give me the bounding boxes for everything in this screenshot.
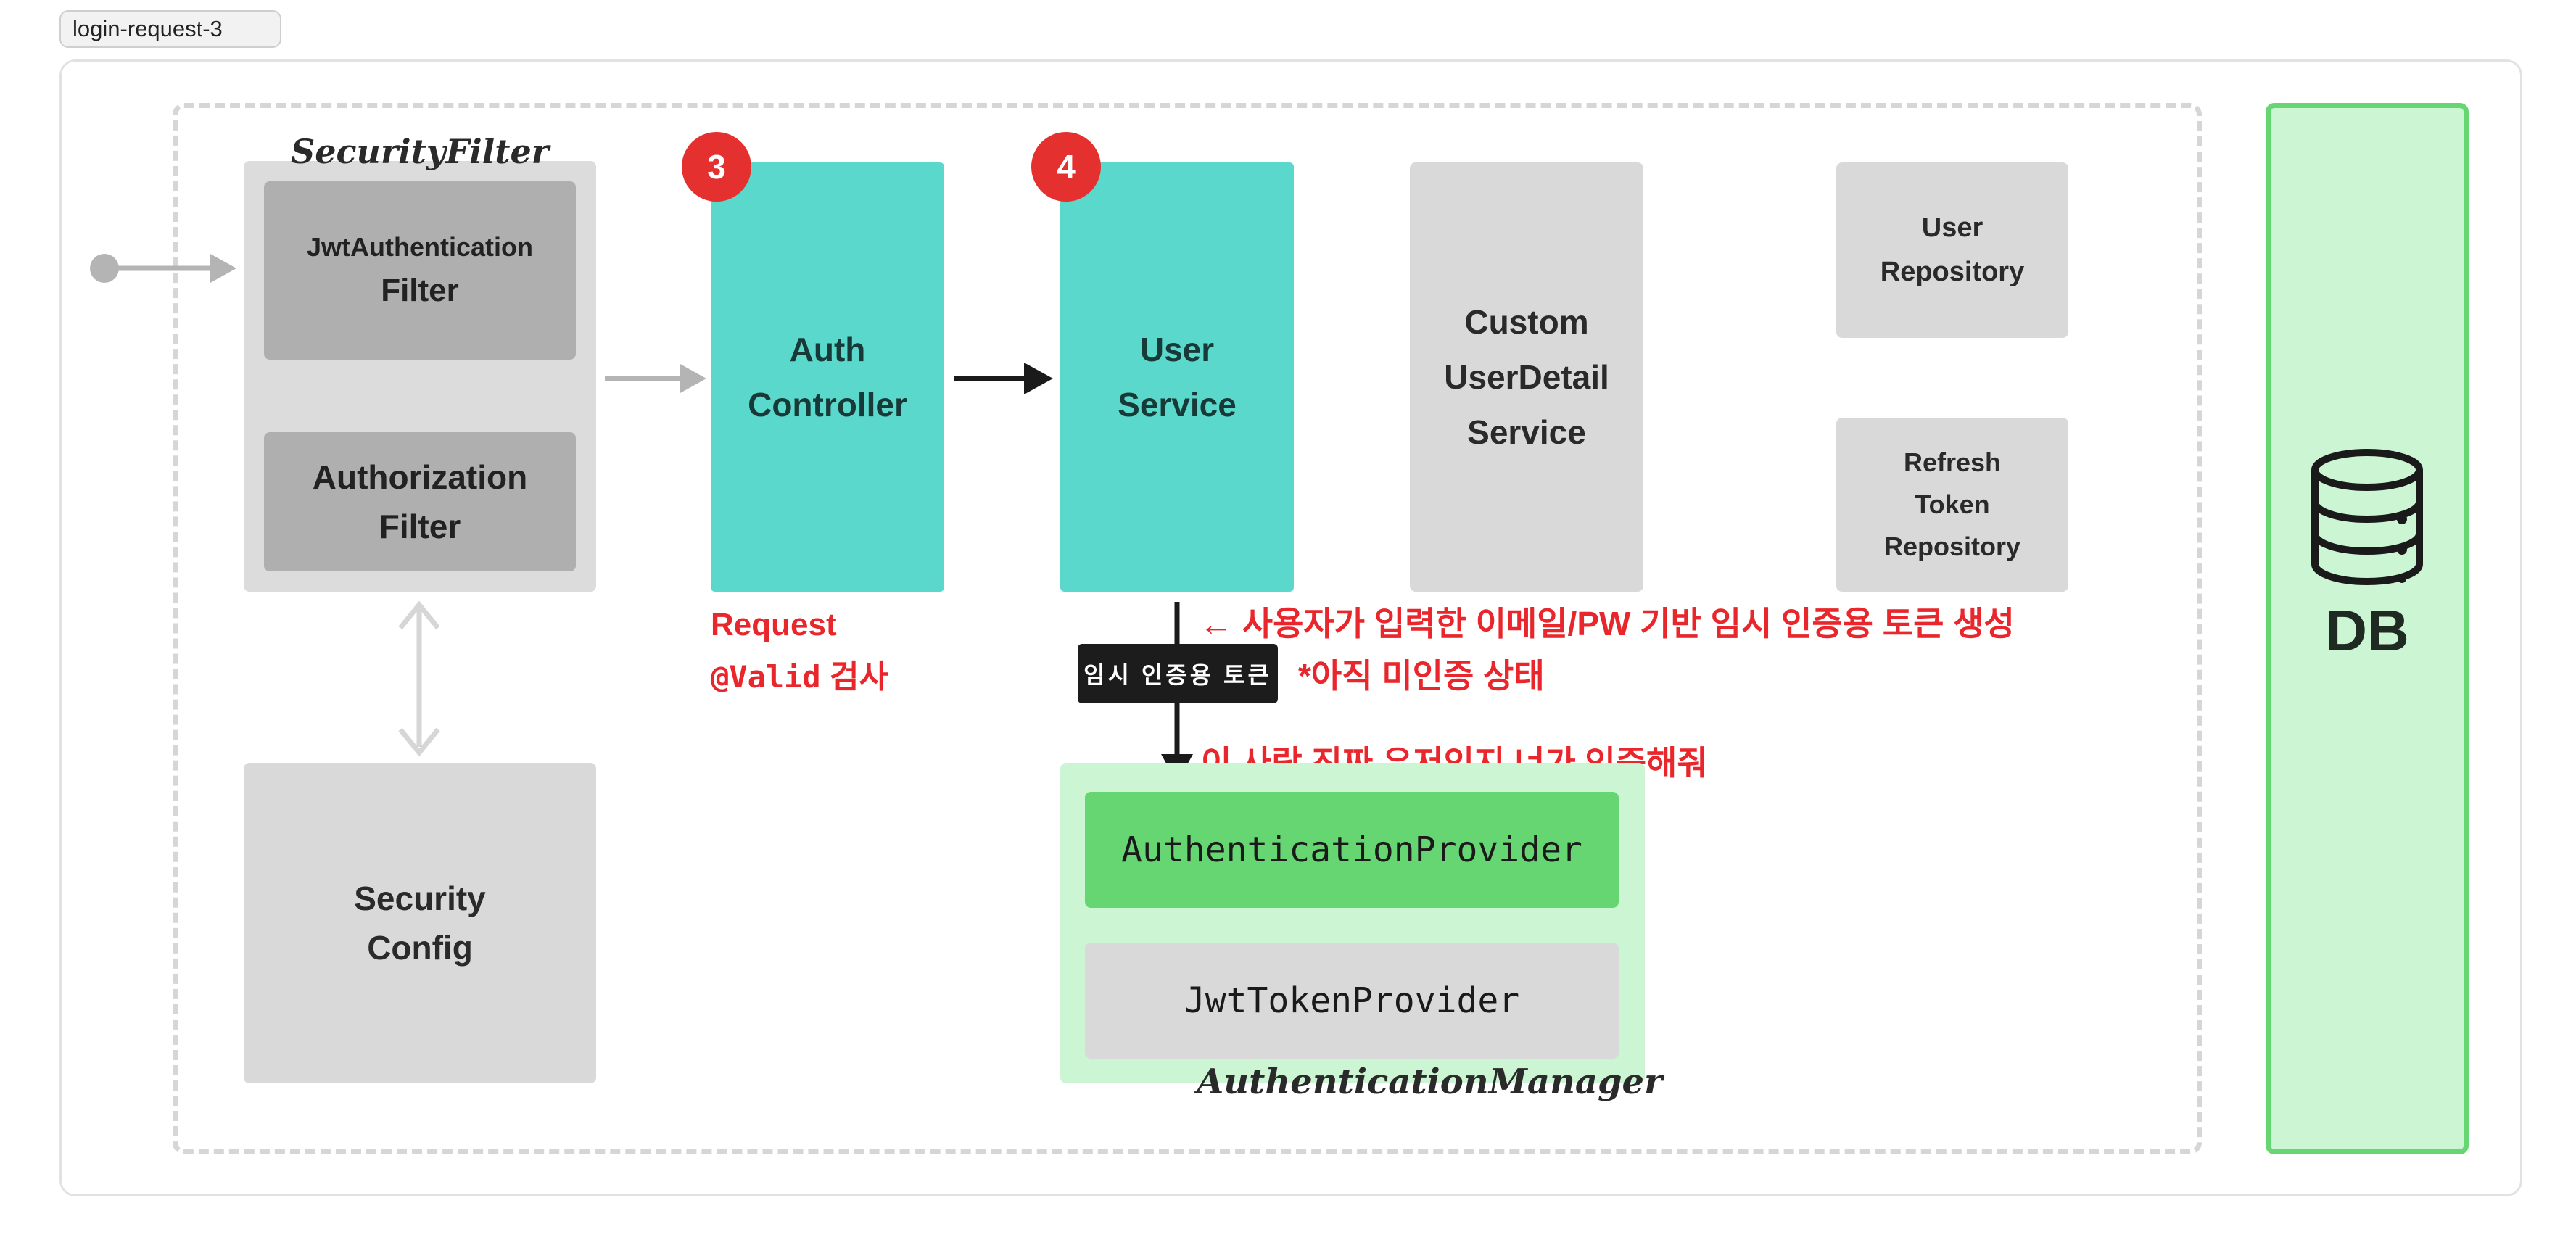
refresh-token-repo-line1: Refresh: [1903, 447, 2002, 477]
database-label: DB: [2325, 598, 2409, 663]
database[interactable]: [2266, 103, 2469, 1154]
request-note-line2: @Valid 검사: [711, 651, 888, 703]
authorization-filter-line2: Filter: [379, 508, 461, 545]
filter-config-double-arrow: [398, 600, 440, 757]
security-config-line2: Config: [367, 929, 473, 967]
step-badge-3: 3: [682, 132, 751, 202]
step-badge-4: 4: [1031, 132, 1101, 202]
user-repository[interactable]: User Repository: [1836, 162, 2068, 338]
entry-point: [90, 254, 119, 283]
authorization-filter[interactable]: Authorization Filter: [264, 432, 576, 571]
jwt-filter-line1: JwtAuthentication: [307, 232, 533, 262]
auth-controller[interactable]: Auth Controller: [711, 162, 944, 592]
jwt-filter-line2: Filter: [381, 273, 459, 308]
auth-controller-line2: Controller: [748, 386, 907, 423]
user-service-line1: User: [1139, 331, 1215, 368]
request-validation-note: Request @Valid 검사: [711, 599, 888, 703]
entry-arrow: [116, 254, 236, 283]
user-service-line2: Service: [1118, 386, 1237, 423]
database-icon: [2311, 449, 2423, 585]
auth-controller-line1: Auth: [789, 331, 866, 368]
frame-tag[interactable]: login-request-3: [59, 10, 281, 48]
authentication-manager-title: AuthenticationManager: [1197, 1062, 1663, 1102]
custom-uds-line2: UserDetail: [1444, 358, 1609, 396]
security-config[interactable]: Security Config: [244, 763, 596, 1083]
valid-annotation-code: @Valid: [711, 659, 821, 695]
request-note-line1: Request: [711, 607, 837, 642]
temp-token-label: 임시 인증용 토큰: [1078, 644, 1278, 703]
jwt-authentication-filter[interactable]: JwtAuthentication Filter: [264, 181, 576, 360]
user-repository-line2: Repository: [1880, 257, 2025, 287]
controller-to-service-arrow: [954, 363, 1053, 394]
custom-uds-line1: Custom: [1464, 303, 1589, 341]
filter-to-controller-arrow: [605, 364, 706, 393]
refresh-token-repo-line3: Repository: [1883, 532, 2021, 561]
user-service[interactable]: User Service: [1060, 162, 1294, 592]
unauthenticated-status-note: *아직 미인증 상태: [1298, 657, 1545, 695]
authentication-provider[interactable]: AuthenticationProvider: [1085, 792, 1619, 908]
refresh-token-repository[interactable]: Refresh Token Repository: [1836, 418, 2068, 592]
refresh-token-repo-line2: Token: [1915, 489, 1990, 519]
custom-user-detail-service[interactable]: Custom UserDetail Service: [1410, 162, 1643, 592]
valid-check-text: 검사: [829, 659, 888, 695]
user-repository-line1: User: [1921, 212, 1983, 243]
backend-boundary: [173, 103, 2202, 1154]
token-creation-note: ← 사용자가 입력한 이메일/PW 기반 임시 인증용 토큰 생성: [1200, 605, 2015, 642]
custom-uds-line3: Service: [1467, 413, 1586, 451]
authorization-filter-line1: Authorization: [312, 458, 528, 496]
security-config-line1: Security: [354, 880, 486, 917]
security-filter-title: SecurityFilter: [291, 132, 549, 171]
jwt-token-provider[interactable]: JwtTokenProvider: [1085, 943, 1619, 1059]
